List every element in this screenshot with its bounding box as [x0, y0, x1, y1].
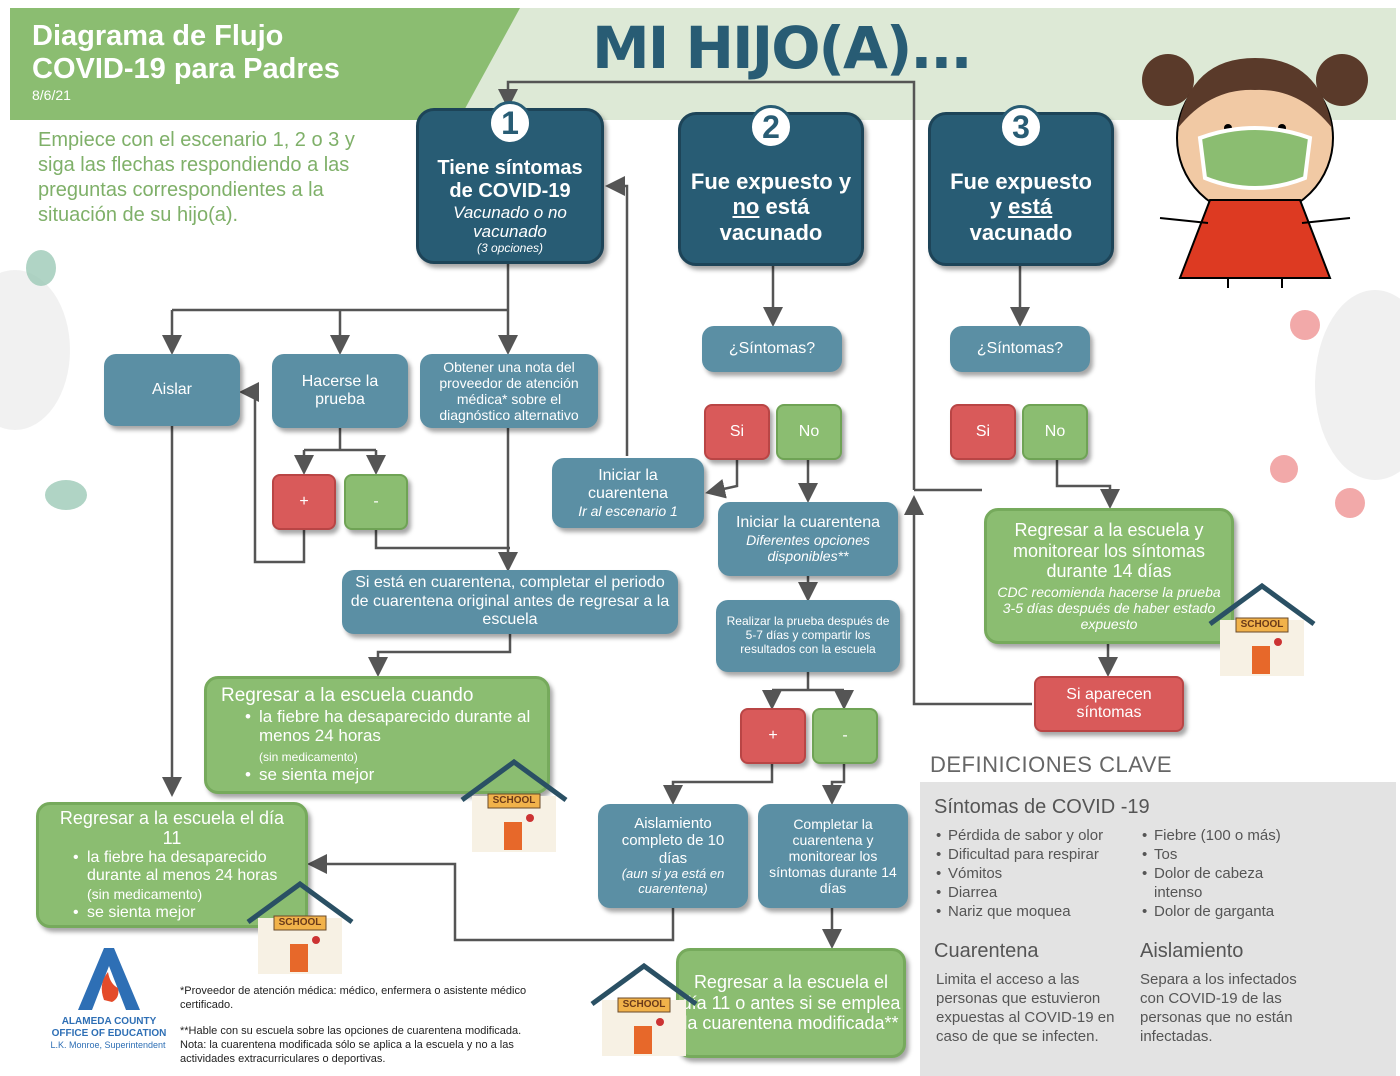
scenario-3-number: 3 — [999, 105, 1043, 149]
scenario-2-number: 2 — [749, 105, 793, 149]
positive-test-box-s2: + — [740, 708, 806, 764]
definitions-title: DEFINICIONES CLAVE — [930, 752, 1173, 777]
virus-dot — [26, 250, 56, 286]
scenario-2-line1: Fue expuesto y — [690, 169, 852, 195]
scenario-1-box: 1 Tiene síntomas de COVID-19 Vacunado o … — [416, 101, 604, 264]
start-quarantine-box: Iniciar la cuarentena Diferentes opcione… — [718, 502, 898, 576]
condition-feels-better: se sienta mejor — [69, 904, 295, 923]
return-school-when-box: Regresar a la escuela cuando la fiebre h… — [204, 676, 550, 794]
symptom-item: Dificultad para respirar — [936, 845, 1136, 864]
symptom-item: Diarrea — [936, 883, 1136, 902]
scenario-1-line5: (3 opciones) — [476, 240, 544, 255]
main-title: MI HIJO(A)... — [592, 14, 972, 82]
symptoms-list-col2: Fiebre (100 o más) Tos Dolor de cabeza i… — [1142, 826, 1312, 921]
scenario-3-line3: vacunado — [969, 219, 1073, 245]
if-symptoms-appear-box: Si aparecen síntomas — [1034, 676, 1184, 732]
yes-box-s3: Si — [950, 404, 1016, 460]
virus-dot — [45, 480, 87, 510]
isolate-box: Aislar — [104, 354, 240, 426]
scenario-1-line3: Vacunado o no — [453, 202, 567, 222]
positive-test-box-s1: + — [272, 474, 336, 530]
scenario-1-line4: vacunado — [473, 222, 547, 242]
no-box-s2: No — [776, 404, 842, 460]
symptom-item: Dolor de garganta — [1142, 902, 1312, 921]
footnote-note: Nota: la cuarentena modificada sólo se a… — [180, 1039, 514, 1065]
symptom-item: Dolor de cabeza intenso — [1142, 864, 1312, 902]
footnote-provider: *Proveedor de atención médica: médico, e… — [180, 985, 527, 1011]
school-house-icon: SCHOOL — [244, 880, 356, 976]
scenario-3-line1: Fue expuesto — [950, 169, 1092, 195]
return-day11-box: Regresar a la escuela el día 11 la fiebr… — [36, 802, 308, 928]
condition-fever: la fiebre ha desaparecido durante al men… — [241, 707, 533, 766]
doctor-note-box: Obtener una nota del proveedor de atenci… — [420, 354, 598, 428]
negative-test-box-s2: - — [812, 708, 878, 764]
symptoms-question-s3: ¿Síntomas? — [950, 326, 1090, 372]
school-sign-text: SCHOOL — [1240, 619, 1284, 630]
scenario-1-number: 1 — [488, 101, 532, 145]
return-conditions-list: la fiebre ha desaparecido durante al men… — [221, 707, 533, 785]
school-house-icon: SCHOOL — [1206, 582, 1318, 678]
scenario-3-line2: y está — [989, 194, 1053, 220]
return-monitor-14-days-box: Regresar a la escuela y monitorear los s… — [984, 508, 1234, 644]
org-name-line3: L.K. Monroe, Superintendent — [50, 1040, 166, 1050]
school-house-icon: SCHOOL — [458, 758, 570, 854]
negative-test-box-s1: - — [344, 474, 408, 530]
school-house-icon: SCHOOL — [588, 962, 700, 1058]
header-title: Diagrama de Flujo COVID-19 para Padres — [32, 20, 340, 85]
footnote-modified-quarantine: **Hable con su escuela sobre las opcione… — [180, 1025, 522, 1037]
org-name-line2: OFFICE OF EDUCATION — [51, 1028, 167, 1039]
test-after-5-7-days-box: Realizar la prueba después de 5-7 días y… — [716, 600, 900, 672]
quarantine-def-text: Limita el acceso a las personas que estu… — [936, 971, 1115, 1045]
symptom-item: Tos — [1142, 845, 1312, 864]
scenario-3-box: 3 Fue expuesto y está vacunado — [928, 105, 1114, 266]
acoe-logo-icon — [78, 948, 140, 1010]
no-box-s3: No — [1022, 404, 1088, 460]
isolation-def-title: Aislamiento — [1140, 940, 1244, 962]
symptom-item: Nariz que moquea — [936, 902, 1136, 921]
symptom-item: Pérdida de sabor y olor — [936, 826, 1136, 845]
org-name-line1: ALAMEDA COUNTY — [61, 1016, 157, 1027]
symptom-item: Fiebre (100 o más) — [1142, 826, 1312, 845]
header-green-band — [10, 8, 520, 120]
yes-box-s2: Si — [704, 404, 770, 460]
isolation-def-text: Separa a los infectados con COVID-19 de … — [1140, 971, 1297, 1045]
isolation-10-days-box: Aislamiento completo de 10 días (aun si … — [598, 804, 748, 908]
school-sign-text: SCHOOL — [622, 999, 666, 1010]
scenario-2-line3: vacunado — [719, 219, 823, 245]
quarantine-complete-box: Si está en cuarentena, completar el peri… — [342, 570, 678, 634]
start-quarantine-goto-1: Iniciar la cuarentena Ir al escenario 1 — [552, 458, 704, 528]
child-with-mask-illustration — [1142, 54, 1368, 288]
get-tested-box: Hacerse la prueba — [272, 354, 408, 428]
condition-feels-better: se sienta mejor — [241, 765, 533, 785]
return-day11-modified-box: Regresar a la escuela el día 11 o antes … — [676, 948, 906, 1058]
day11-conditions-list: la fiebre ha desaparecido durante al men… — [49, 849, 295, 923]
symptoms-title: Síntomas de COVID -19 — [934, 796, 1150, 818]
school-sign-text: SCHOOL — [492, 795, 536, 806]
virus-dot — [1270, 455, 1298, 483]
school-sign-text: SCHOOL — [278, 917, 322, 928]
header-date: 8/6/21 — [32, 87, 71, 103]
virus-dot — [1335, 488, 1365, 518]
symptom-item: Vómitos — [936, 864, 1136, 883]
scenario-1-line2: de COVID-19 — [449, 179, 571, 202]
virus-dot — [1290, 310, 1320, 340]
condition-fever: la fiebre ha desaparecido durante al men… — [69, 849, 295, 904]
symptoms-list-col1: Pérdida de sabor y olor Dificultad para … — [936, 826, 1136, 921]
symptoms-question-s2: ¿Síntomas? — [702, 326, 842, 372]
scenario-2-line2: no está — [732, 194, 810, 220]
quarantine-def-title: Cuarentena — [934, 940, 1039, 962]
scenario-1-line1: Tiene síntomas — [437, 156, 583, 179]
intro-text: Empiece con el escenario 1, 2 o 3 y siga… — [38, 129, 355, 226]
complete-quarantine-box: Completar la cuarentena y monitorear los… — [758, 804, 908, 908]
scenario-2-box: 2 Fue expuesto y no está vacunado — [678, 105, 864, 266]
